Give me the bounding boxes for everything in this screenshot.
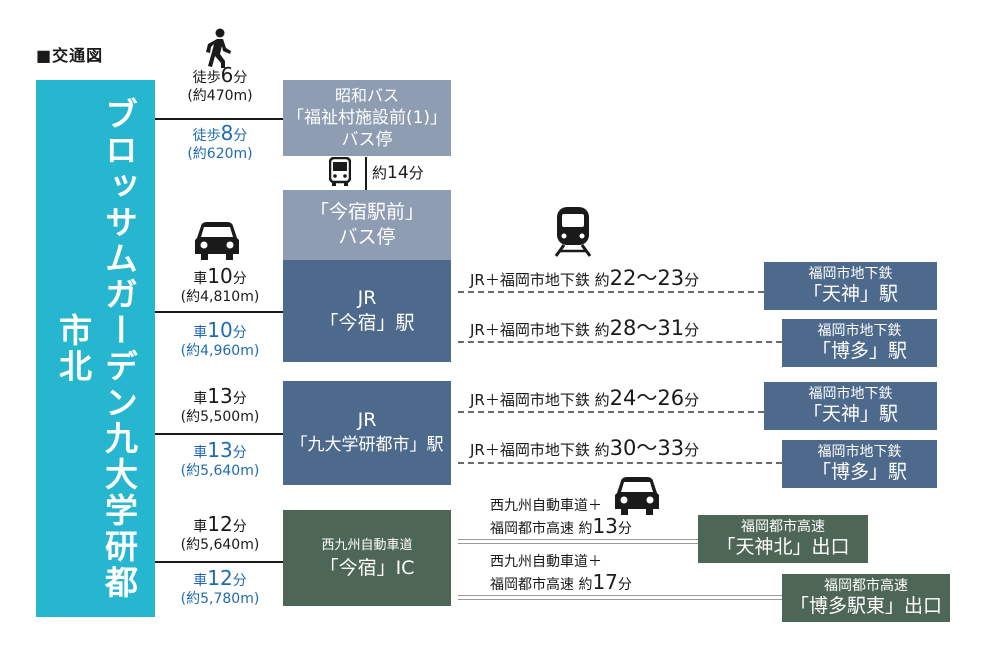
car-label-kyudai-b: 車13分 (約5,640m)	[180, 438, 260, 479]
connector-line	[155, 118, 283, 120]
highway-route-label-hakata-eki-higashi: 西九州自動車道＋ 福岡都市高速 約17分	[490, 554, 632, 594]
dest-hakata-station: 福岡市地下鉄「博多」駅	[782, 319, 937, 367]
exit-hakata-eki-higashi: 福岡都市高速「博多駅東」出口	[782, 574, 950, 622]
route-label-imajuku-tenjin: JR＋福岡市地下鉄 約22～23分	[470, 266, 700, 290]
connector-line	[155, 561, 283, 563]
station-jr-imajuku: JR 「今宿」駅	[283, 260, 451, 362]
dest-tenjin-station: 福岡市地下鉄「天神」駅	[764, 382, 937, 430]
route-label-kyudai-tenjin: JR＋福岡市地下鉄 約24～26分	[470, 386, 700, 410]
connector-line	[155, 311, 283, 313]
car-label-kyudai-a: 車13分 (約5,500m)	[180, 384, 260, 425]
route-label-imajuku-hakata: JR＋福岡市地下鉄 約28～31分	[470, 316, 700, 340]
rail-route-line	[458, 291, 764, 293]
connector-line	[365, 157, 367, 190]
highway-route-line	[458, 595, 782, 600]
highway-route-label-tenjin-kita: 西九州自動車道＋ 福岡都市高速 約13分	[490, 498, 632, 538]
dest-tenjin-station: 福岡市地下鉄「天神」駅	[764, 262, 937, 310]
origin-block: ブロッサムガーデン九大学研都市北	[36, 80, 155, 617]
bus-icon	[329, 157, 351, 186]
train-icon	[554, 207, 592, 257]
car-label-ic-b: 車12分 (約5,780m)	[180, 566, 260, 607]
car-icon	[195, 222, 239, 260]
car-icon	[615, 477, 659, 515]
rail-route-line	[458, 411, 764, 413]
car-label-ic-a: 車12分 (約5,640m)	[180, 512, 260, 553]
walking-person-icon	[206, 28, 231, 68]
rail-route-line	[458, 341, 782, 343]
page-title: ■交通図	[36, 46, 104, 65]
ic-imajuku: 西九州自動車道 「今宿」IC	[283, 510, 451, 606]
bus-stop-imajuku-ekimae: 「今宿駅前」 バス停	[283, 190, 451, 260]
origin-name: ブロッサムガーデン九大学研都市北	[53, 96, 139, 601]
car-label-imajuku-a: 車10分 (約4,810m)	[180, 264, 260, 305]
walk-label-a: 徒歩6分 (約470m)	[187, 63, 253, 104]
walk-label-b: 徒歩8分 (約620m)	[187, 121, 253, 162]
exit-tenjin-kita: 福岡都市高速「天神北」出口	[698, 515, 868, 563]
bus-ride-time: 約14分	[372, 163, 424, 183]
highway-route-line	[458, 539, 698, 544]
connector-line	[155, 433, 283, 435]
car-label-imajuku-b: 車10分 (約4,960m)	[180, 318, 260, 359]
rail-route-line	[458, 462, 782, 464]
dest-hakata-station: 福岡市地下鉄「博多」駅	[782, 440, 937, 488]
route-label-kyudai-hakata: JR＋福岡市地下鉄 約30～33分	[470, 436, 700, 460]
bus-stop-fukushimura: 昭和バス 「福祉村施設前(1)」 バス停	[283, 80, 451, 156]
station-jr-kyudai-gakken-toshi: JR 「九大学研都市」駅	[283, 381, 451, 485]
